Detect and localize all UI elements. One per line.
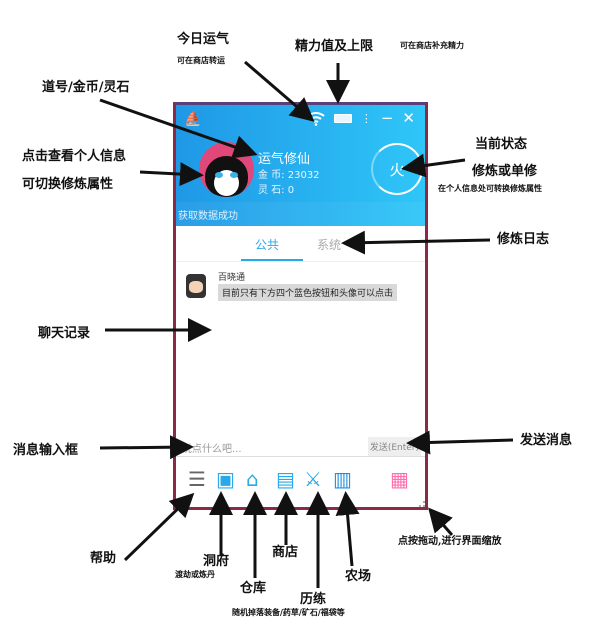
annotation-chat: 聊天记录 [38,326,91,341]
cave-icon[interactable]: ▣ [216,467,235,491]
annotation-resize: 点按拖动,进行界面缩放 [398,536,502,547]
spirit-stone: 灵 石: 0 [258,185,295,196]
annotation-energy: 精力值及上限 [295,39,374,54]
annotation-state: 当前状态 [475,137,528,152]
gold: 金 币: 23032 [258,170,320,181]
annotation-train: 历练 [300,592,327,607]
annotation-avatar-1: 点击查看个人信息 [22,149,127,164]
swords-icon[interactable]: ⚔ [304,467,322,491]
annotation-farm: 农场 [345,569,372,584]
arrow-farm [335,491,360,567]
sender-avatar [186,274,206,298]
arrow-log [341,230,491,255]
boat-icon: ⛵ [184,111,202,127]
annotation-help: 帮助 [90,551,117,566]
resize-handle[interactable] [419,501,425,507]
status-message: 获取数据成功 [176,202,425,226]
annotation-profile: 道号/金币/灵石 [42,80,130,95]
annotation-send: 发送消息 [520,433,573,448]
more-vert-icon[interactable]: ⋮ [360,111,372,125]
tab-underline [241,259,303,261]
annotation-shop: 商店 [272,545,299,560]
toolbar: ☰ ▣ ⌂ ▤ ⚔ ▥ ▦ [176,460,425,505]
arrow-profile [99,98,258,159]
annotation-luck: 今日运气 [177,32,230,47]
annotation-luck-sub: 可在商店转运 [177,55,225,65]
farm-icon[interactable]: ▥ [333,467,352,491]
sender-name: 百晓通 [218,273,246,283]
menu-icon[interactable]: ☰ [188,467,206,491]
message-bubble: 目前只有下方四个蓝色按钮和头像可以点击 [218,284,398,301]
annotation-state-2: 修炼或单修 [472,164,538,179]
tab-bar: 公共 系统 [176,226,425,262]
arrow-state [401,153,466,178]
annotation-energy-sub: 可在商店补充精力 [400,40,464,50]
nickname: 运气修仙 [258,152,311,167]
minimize-icon[interactable]: − [380,109,394,127]
arrow-send [406,430,514,455]
annotation-train-sub: 随机掉落装备/药草/矿石/福袋等 [232,607,345,617]
arrow-help [123,492,195,562]
home-icon[interactable]: ⌂ [246,467,259,491]
annotation-cave-sub: 渡劫或炼丹 [175,569,215,579]
close-icon[interactable]: ✕ [402,109,415,127]
battery-icon[interactable] [333,113,352,123]
apps-icon[interactable]: ▦ [390,467,409,491]
annotation-input: 消息输入框 [13,443,79,458]
arrow-luck [244,60,315,122]
header: ⛵ ⋮ − ✕ 运气修仙 金 币: 23032 灵 石: 0 火 获取数据成功 [176,105,425,226]
annotation-cave: 洞府 [203,554,230,569]
app-window: ⛵ ⋮ − ✕ 运气修仙 金 币: 23032 灵 石: 0 火 获取数据成功 … [173,102,428,510]
tab-system[interactable]: 系统 [317,238,342,252]
annotation-log: 修炼日志 [497,232,550,247]
arrow-resize [428,507,454,536]
arrow-avatar [139,162,204,187]
message-input[interactable]: 说点什么吧... [176,435,425,457]
annotation-state-sub: 在个人信息处可转换修炼属性 [438,183,542,193]
shop-icon[interactable]: ▤ [276,467,295,491]
arrow-input [99,435,194,460]
annotation-avatar-2: 可切换修炼属性 [22,177,114,192]
tab-public[interactable]: 公共 [255,238,280,252]
annotation-storage: 仓库 [240,581,267,596]
